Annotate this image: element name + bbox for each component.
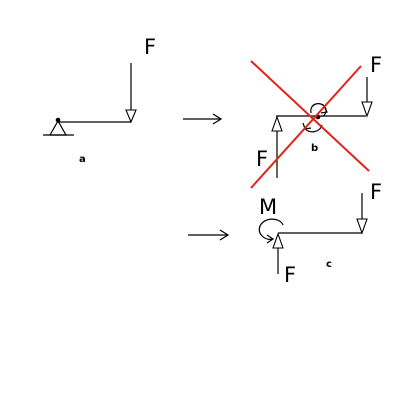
arrow-to-c xyxy=(188,229,230,241)
force-arrow-top-b xyxy=(361,77,373,118)
force-arrow-bottom-b xyxy=(271,115,283,178)
caption-b: b xyxy=(311,143,318,154)
force-arrow-top-c xyxy=(356,193,368,235)
arrow-a-to-b xyxy=(183,113,223,125)
moment-arrow-icon xyxy=(258,218,284,244)
caption-a: a xyxy=(79,154,86,165)
pin-support-icon xyxy=(43,117,74,136)
rejected-cross xyxy=(250,60,370,189)
force-label-top-b: F xyxy=(370,53,382,77)
force-label-bottom-b: F xyxy=(256,147,268,171)
force-label-a: F xyxy=(144,35,156,59)
force-arrow-a xyxy=(125,63,137,124)
force-label-bottom-c: F xyxy=(284,263,296,287)
caption-c: c xyxy=(326,259,332,270)
moment-label-c: M xyxy=(259,195,277,219)
panel-c: F F M c xyxy=(258,180,382,287)
panel-b: F F b xyxy=(250,53,382,189)
panel-a: F a xyxy=(43,35,156,165)
force-label-top-c: F xyxy=(370,180,382,204)
force-arrow-bottom-c xyxy=(272,232,284,274)
